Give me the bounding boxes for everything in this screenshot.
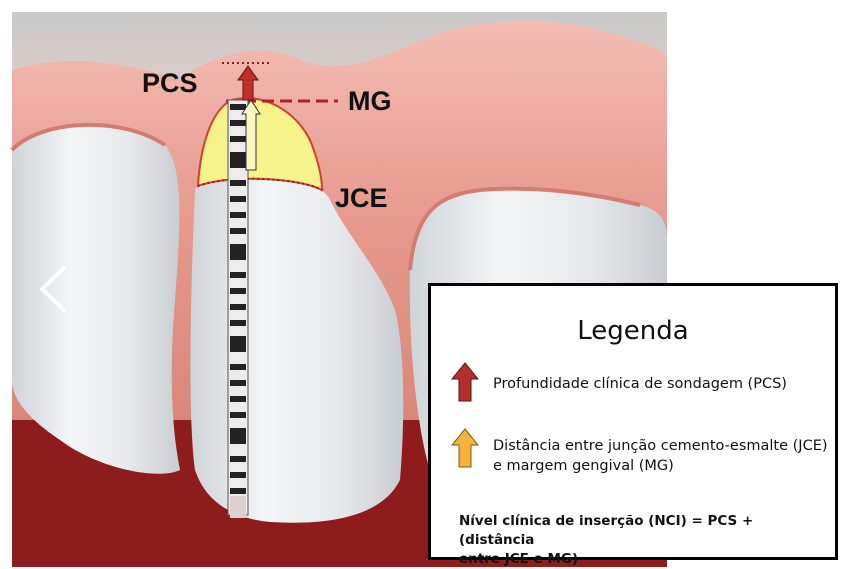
probe-mark	[230, 488, 246, 494]
probe-mark	[230, 212, 246, 218]
legend-item-jce-mg: Distância entre junção cemento-esmalte (…	[493, 436, 833, 476]
probe-mark	[230, 196, 246, 202]
legend-panel: Legenda Profundidade clínica de sondagem…	[428, 283, 838, 560]
probe-mark	[230, 380, 246, 386]
probe-mark	[230, 120, 246, 126]
probe-mark	[230, 244, 246, 260]
mg-label: MG	[348, 88, 392, 115]
probe-mark	[230, 304, 246, 310]
legend-item-pcs: Profundidade clínica de sondagem (PCS)	[493, 374, 787, 394]
probe-mark	[230, 396, 246, 402]
probe-mark	[230, 320, 246, 326]
probe-mark	[230, 456, 246, 462]
probe-mark	[230, 412, 246, 418]
probe-mark	[230, 152, 246, 168]
chevron-left-icon[interactable]	[36, 264, 70, 314]
yellow-arrow-icon	[451, 428, 479, 468]
probe-mark	[230, 180, 246, 186]
probe-mark	[230, 428, 246, 444]
probe-mark	[230, 288, 246, 294]
probe-mark	[230, 104, 246, 110]
pcs-label: PCS	[142, 70, 198, 97]
legend-formula-note: Nível clínica de inserção (NCI) = PCS + …	[459, 512, 829, 569]
periodontal-probe	[228, 100, 248, 518]
probe-mark	[230, 336, 246, 352]
probe-mark	[230, 228, 246, 234]
jce-label: JCE	[335, 185, 388, 212]
legend-title: Legenda	[431, 316, 835, 346]
probe-mark	[230, 136, 246, 142]
red-arrow-icon	[451, 362, 479, 402]
probe-mark	[230, 272, 246, 278]
probe-mark	[230, 472, 246, 478]
probe-mark	[230, 364, 246, 370]
